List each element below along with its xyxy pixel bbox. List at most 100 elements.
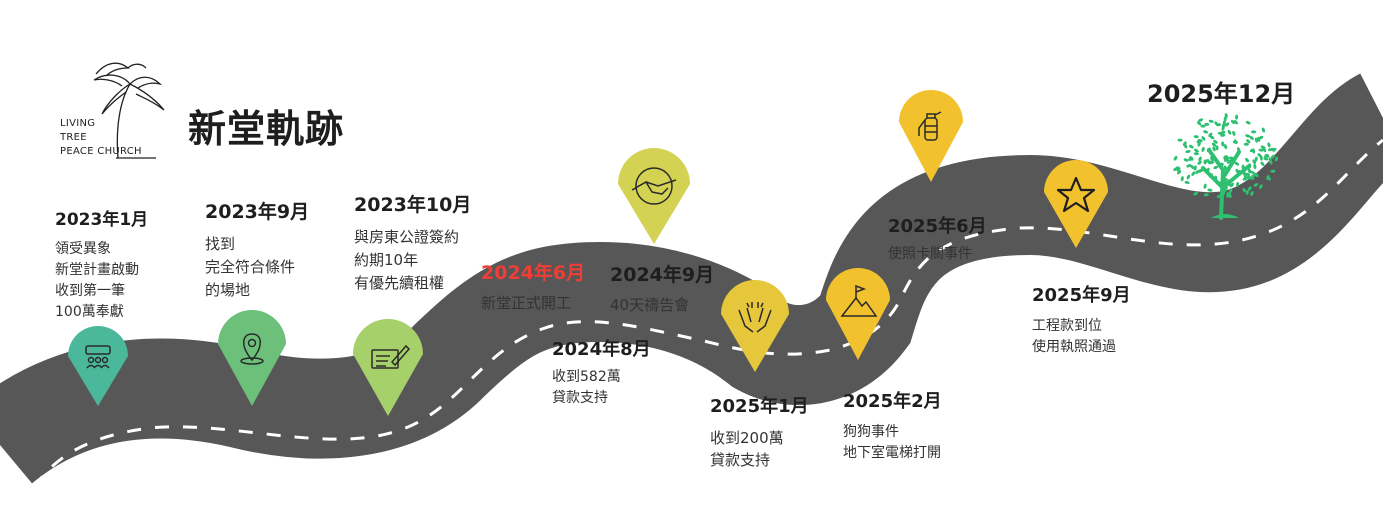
event-desc: 40天禱告會 — [610, 295, 714, 316]
event-desc-line: 貸款支持 — [552, 390, 608, 406]
tree-leaf — [1211, 142, 1217, 147]
tree-leaf — [1188, 156, 1193, 161]
event-desc: 收到200萬 貸款支持 — [710, 427, 809, 471]
pin-2023-10 — [353, 319, 423, 416]
event-desc-line: 領受異象 — [55, 241, 111, 257]
event-desc-line: 的場地 — [205, 281, 251, 299]
tree-leaf — [1207, 160, 1213, 164]
contract-signing-icon — [371, 344, 411, 369]
tree-leaf — [1224, 158, 1229, 162]
tree-leaf — [1226, 192, 1232, 196]
tree-leaf — [1213, 139, 1218, 144]
tree-leaf — [1203, 183, 1207, 189]
tree-leaf — [1274, 156, 1279, 162]
event-2024-09: 2024年9月 40天禱告會 — [610, 260, 714, 316]
tree-leaf — [1224, 122, 1230, 127]
tree-leaf — [1230, 182, 1234, 188]
event-date: 2025年2月 — [843, 391, 942, 412]
event-desc: 工程款到位 使用執照通過 — [1032, 316, 1131, 358]
tree-leaf — [1197, 160, 1202, 165]
tree-leaf — [1185, 149, 1191, 154]
tree-leaf — [1186, 164, 1192, 168]
event-desc-line: 貸款支持 — [710, 451, 771, 469]
event-2025-09: 2025年9月 工程款到位 使用執照通過 — [1032, 281, 1131, 358]
location-pin-icon — [240, 333, 264, 365]
event-2023-09: 2023年9月 找到 完全符合條件 的場地 — [205, 197, 309, 302]
tree-leaf — [1201, 146, 1205, 152]
pin-2025-02 — [826, 268, 890, 360]
tree-leaf — [1177, 138, 1183, 142]
road-center-dashes — [18, 138, 1383, 512]
event-date: 2024年6月 — [481, 262, 586, 284]
tree-leaf — [1259, 184, 1263, 189]
tree-leaf — [1245, 172, 1251, 177]
event-2023-01: 2023年1月 領受異象 新堂計畫啟動 收到第一筆 100萬奉獻 — [55, 205, 148, 323]
event-2025-02: 2025年2月 狗狗事件 地下室電梯打開 — [843, 387, 942, 464]
pin-2025-06 — [899, 90, 963, 182]
event-date: 2024年9月 — [610, 264, 715, 286]
tree-leaf — [1221, 125, 1225, 131]
tree-leaf — [1234, 161, 1240, 166]
event-2024-08: 2024年8月 收到582萬 貸款支持 — [552, 335, 651, 409]
tree-leaf — [1262, 147, 1267, 153]
event-desc-line: 狗狗事件 — [843, 424, 899, 440]
tree-leaf — [1267, 142, 1271, 148]
tree-leaf — [1229, 188, 1233, 194]
tree-leaf — [1245, 134, 1251, 138]
tree-leaf — [1196, 121, 1202, 126]
event-date: 2024年8月 — [552, 339, 651, 360]
tree-leaf — [1183, 143, 1188, 149]
tree-leaf — [1220, 133, 1226, 137]
mountain-flag-icon — [840, 284, 878, 317]
tree-leaf — [1193, 191, 1198, 196]
event-desc-line: 40天禱告會 — [610, 296, 690, 314]
pin-2024-09 — [618, 148, 690, 244]
event-desc-line: 新堂計畫啟動 — [55, 262, 139, 278]
tree-leaf — [1193, 148, 1199, 153]
tree-leaf — [1188, 144, 1194, 149]
tree-leaf — [1207, 188, 1213, 192]
tree-leaf — [1226, 159, 1232, 164]
event-desc: 使照卡關事件 — [888, 244, 987, 265]
tree-leaf — [1184, 180, 1190, 185]
event-desc: 找到 完全符合條件 的場地 — [205, 233, 309, 302]
tree-leaf — [1249, 135, 1254, 140]
event-date: 2023年1月 — [55, 210, 149, 230]
tree-leaf — [1196, 139, 1201, 144]
tree-leaf — [1203, 193, 1209, 197]
event-desc: 狗狗事件 地下室電梯打開 — [843, 422, 942, 464]
tree-leaf — [1227, 129, 1232, 135]
tree-leaf — [1221, 141, 1225, 147]
event-2023-10: 2023年10月 與房東公證簽約 約期10年 有優先續租權 — [354, 190, 471, 295]
tree-leaf — [1247, 186, 1252, 191]
tree-leaf — [1193, 135, 1199, 139]
event-desc: 收到582萬 貸款支持 — [552, 367, 651, 409]
event-desc-line: 收到第一筆 — [55, 283, 125, 299]
tree-leaf — [1232, 140, 1238, 144]
tree-leaf — [1253, 183, 1259, 187]
tree-leaf — [1186, 174, 1191, 180]
event-date: 2023年10月 — [354, 194, 472, 216]
church-logo — [93, 62, 165, 159]
tree-leaf — [1190, 164, 1195, 170]
tree-leaf — [1220, 130, 1226, 135]
tree-leaf — [1252, 159, 1256, 165]
tree-leaf — [1247, 168, 1251, 174]
page-title: 新堂軌跡 — [188, 107, 345, 151]
tree-leaf — [1201, 136, 1206, 141]
fire-extinguisher-icon — [918, 111, 942, 141]
tree-leaf — [1247, 176, 1253, 180]
event-desc: 與房東公證簽約 約期10年 有優先續租權 — [354, 226, 471, 295]
event-date: 2025年12月 — [1147, 80, 1296, 108]
people-group-icon — [85, 345, 111, 369]
tree-leaf — [1243, 142, 1249, 146]
praying-hands-icon — [738, 302, 772, 333]
star-icon — [1056, 176, 1096, 213]
logo-line-3: PEACE CHURCH — [60, 146, 142, 157]
tree-leaf — [1198, 118, 1204, 122]
tree-leaf — [1214, 121, 1219, 126]
event-desc-line: 新堂正式開工 — [481, 294, 572, 312]
tree-leaf — [1173, 155, 1178, 161]
tree-leaf — [1251, 148, 1256, 154]
